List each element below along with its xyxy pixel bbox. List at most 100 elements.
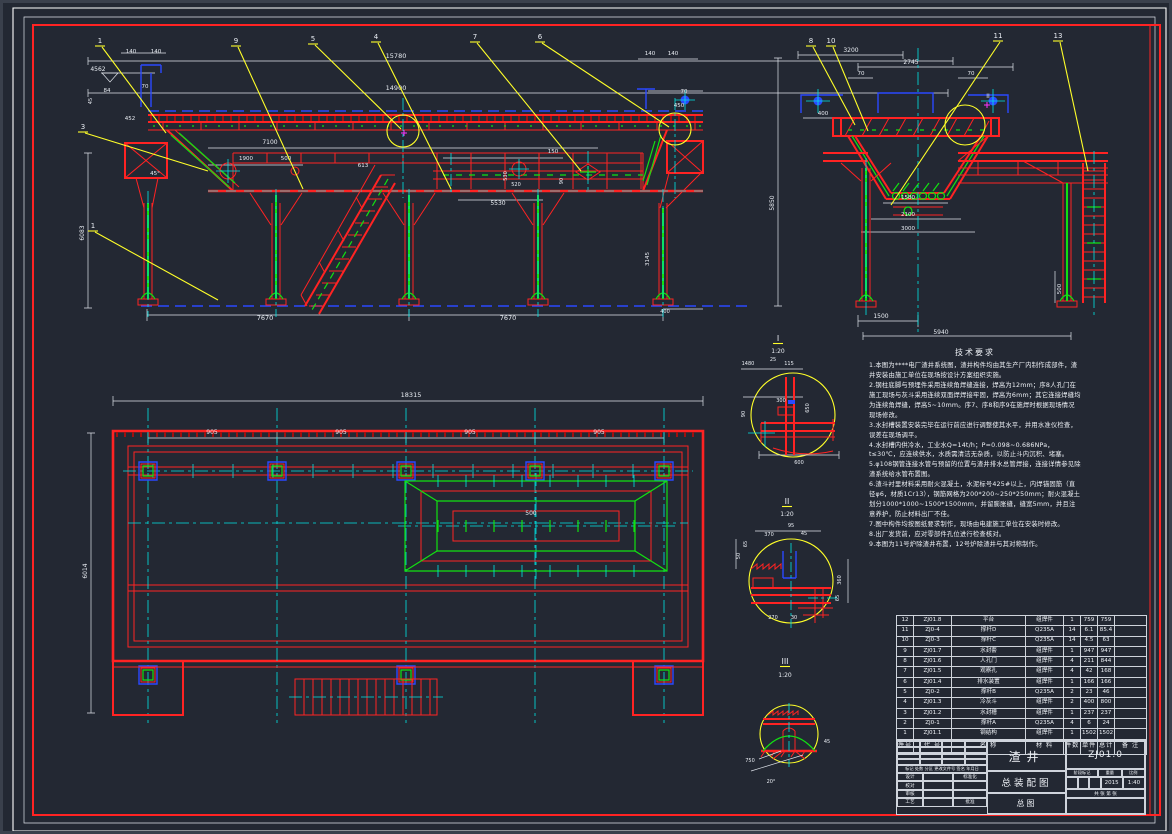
- bom-cell: ZJ0-4: [913, 625, 952, 637]
- dim-label: 45°: [150, 171, 160, 177]
- bom-cell: Q235A: [1025, 717, 1064, 730]
- note-line: 8.出厂发货前，应对零部件孔位进行检查核对。: [869, 530, 1006, 538]
- note-line: 9.本图为11号炉除渣井布置，12号炉除渣井与其对称制作。: [869, 540, 1042, 548]
- bom-cell: 1: [1063, 676, 1081, 689]
- bom-cell: [1114, 717, 1147, 730]
- dim-label: 140: [126, 49, 137, 55]
- bom-cell: 85.4: [1097, 625, 1115, 637]
- bom-cell: 组焊件: [1025, 656, 1064, 668]
- bom-cell: [1114, 666, 1147, 678]
- note-line: 5.φ108钢管连接水管与预留的位置与渣井排水总管焊接，连接详情参见除渣系统给水…: [869, 461, 1081, 479]
- bom-cell: 42: [1080, 666, 1098, 678]
- dim-label: 3145: [645, 252, 651, 266]
- bom-cell: 23: [1080, 687, 1098, 699]
- dim-label: 45: [88, 98, 94, 104]
- stair: [301, 165, 395, 314]
- note-line: 4.水封槽内供冷水，工业水Q=14t/h；P=0.098~0.686NPa，t≤…: [869, 441, 1069, 459]
- bom-cell: 组焊件: [1025, 676, 1064, 689]
- dim-label: 7670: [500, 314, 517, 322]
- dim-label: 905: [206, 429, 218, 436]
- bom-cell: 9: [896, 645, 914, 658]
- bom-cell: 4.5: [1080, 635, 1098, 647]
- leader-line: [85, 133, 208, 171]
- leader-number: 13: [1054, 32, 1063, 40]
- bom-cell: [1114, 687, 1147, 699]
- dim-label: 5850: [769, 195, 776, 210]
- bom-cell: 3: [896, 707, 914, 719]
- bom-cell: 钢结构: [951, 728, 1026, 740]
- bom-cell: 2: [896, 717, 914, 730]
- dim-label: 600: [794, 460, 804, 466]
- dim-label: 1:20: [771, 348, 785, 355]
- dim-label: 370: [764, 532, 774, 538]
- leader-line: [813, 47, 855, 125]
- dim-label: 400: [660, 309, 670, 315]
- dim-label: 1900: [239, 156, 253, 162]
- leader-number: 1: [91, 222, 95, 230]
- bom-cell: 800: [1097, 697, 1115, 709]
- sig-label: 工艺: [897, 798, 923, 807]
- bom-cell: 水封槽: [951, 707, 1026, 719]
- title-block-number-area: ZJ01.0 阶段标记 重量 比例 2015 1:40 共 张 第 张: [1066, 741, 1146, 814]
- bom-cell: 12: [896, 614, 914, 627]
- side-section-view: [774, 48, 1108, 340]
- dim-label: 400: [818, 111, 829, 117]
- bom-cell: 组焊件: [1025, 707, 1064, 719]
- leader-number: 10: [827, 37, 836, 45]
- bom-cell: 1: [1063, 614, 1081, 627]
- bom-cell: 1502: [1097, 728, 1115, 740]
- bom-cell: 撑杆C: [951, 635, 1026, 647]
- bom-cell: 237: [1097, 707, 1115, 719]
- bom-cell: 组焊件: [1025, 614, 1064, 627]
- dim-label: 150: [548, 149, 559, 155]
- bom-cell: [1114, 614, 1147, 627]
- dim-label: 270: [768, 615, 778, 621]
- bom-cell: 6.1: [1080, 625, 1098, 637]
- note-line: 7.图中构件均按图纸要求制作，现场由电建施工单位在安装时修改。: [869, 521, 1064, 528]
- bom-header-cell: 材 料: [1025, 738, 1064, 755]
- dim-label: 1480: [742, 361, 755, 367]
- bom-cell: 排水装置: [951, 676, 1026, 689]
- dim-label: 905: [593, 429, 605, 436]
- dim-label: 15780: [386, 52, 407, 60]
- title-block-name-area: 渣井 总装配图 总图: [987, 741, 1066, 814]
- stair-plan: [289, 679, 443, 715]
- bom-cell: ZJ0-3: [913, 635, 952, 647]
- leader-number: 4: [374, 33, 379, 41]
- dim-label: 90: [559, 178, 565, 184]
- notes-body: 1.本图为****电厂渣井系统图，渣井构件均由其生产厂内制作成部件，渣井安装由施…: [869, 361, 1081, 550]
- bom-cell: 6: [1080, 717, 1098, 730]
- note-line: 1.本图为****电厂渣井系统图，渣井构件均由其生产厂内制作成部件，渣井安装由施…: [869, 362, 1078, 379]
- bom-cell: 46: [1097, 687, 1115, 699]
- bom-cell: 冷灰斗: [951, 697, 1026, 709]
- bom-cell: [1114, 697, 1147, 709]
- sig-label: 设计: [897, 773, 923, 782]
- leader-number: 1: [98, 37, 102, 45]
- bom-cell: [1114, 625, 1147, 637]
- bom-cell: ZJ01.4: [913, 676, 952, 689]
- dim-label: 300: [776, 398, 786, 404]
- dim-label: 500: [525, 510, 537, 517]
- leader-line: [238, 47, 303, 189]
- bom-cell: [1114, 635, 1147, 647]
- note-line: 6.渣斗衬里材料采用耐火混凝土，水泥标号425#以上，内焊锚固筋（直径φ6，材质…: [869, 481, 1081, 519]
- bom-cell: 1: [1063, 707, 1081, 719]
- dim-label: 20°: [767, 779, 776, 785]
- dim-label: 2100: [901, 212, 915, 218]
- leader-number: 11: [994, 32, 1003, 40]
- dim-label: 25: [770, 357, 776, 363]
- bom-cell: 844: [1097, 656, 1115, 668]
- leader-line: [833, 47, 868, 131]
- bom-cell: 撑杆B: [951, 687, 1026, 699]
- bom-cell: 水封套: [951, 645, 1026, 658]
- title-block-revision-area: 标记 处数 分区 更改文件号 签名 年月日 设计标准化 校对 审核 工艺批准: [897, 741, 987, 814]
- bom-cell: 4: [1063, 717, 1081, 730]
- note-line: 2.钢柱底脚与预埋件采用连续角焊缝连接，焊高为12mm；序8人孔门在施工现场与灰…: [869, 381, 1081, 419]
